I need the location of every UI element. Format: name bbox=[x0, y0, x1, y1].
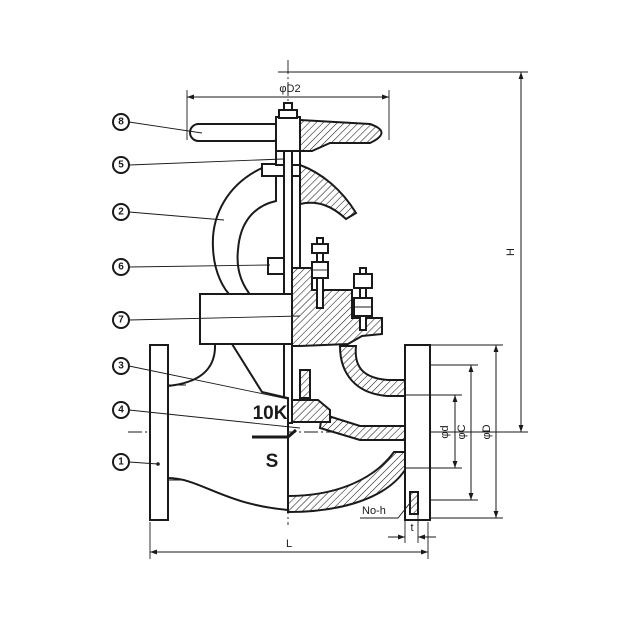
gland-bolt-right bbox=[353, 267, 373, 331]
leader-dot bbox=[156, 462, 160, 466]
height-label: H bbox=[505, 248, 517, 256]
callout-number: 2 bbox=[118, 207, 124, 218]
leader-line bbox=[128, 365, 289, 400]
leader-line bbox=[128, 158, 284, 166]
callout-circle bbox=[112, 401, 130, 419]
handwheel-diameter-label: φD2 bbox=[279, 83, 300, 95]
callouts: 8 5 2 6 7 3 4 bbox=[112, 113, 301, 471]
length-label: L bbox=[286, 538, 292, 550]
leader-line bbox=[128, 211, 225, 221]
gland-bolt-left bbox=[311, 237, 329, 309]
yoke-right-section bbox=[299, 163, 358, 221]
callout-circle bbox=[112, 258, 130, 276]
body-mark-arrow bbox=[252, 428, 297, 439]
body-guide-section bbox=[299, 369, 311, 399]
callout-6: 6 bbox=[112, 258, 271, 276]
callout-circle bbox=[112, 311, 130, 329]
callout-number: 3 bbox=[118, 361, 124, 372]
left-flange bbox=[149, 344, 169, 521]
bolt-nut-top bbox=[353, 273, 373, 289]
pressure-rating-mark: 10K bbox=[253, 403, 288, 424]
bolt-holes-label: No-h bbox=[362, 505, 386, 517]
callout-number: 5 bbox=[118, 160, 124, 171]
callout-4: 4 bbox=[112, 401, 301, 429]
handwheel-spoke-section bbox=[299, 118, 383, 152]
callout-number: 7 bbox=[118, 315, 124, 326]
right-flange-bolt-hole bbox=[409, 491, 419, 515]
callout-3: 3 bbox=[112, 357, 289, 400]
callout-number: 6 bbox=[118, 262, 124, 273]
leader-line bbox=[128, 461, 159, 465]
callout-circle bbox=[112, 156, 130, 174]
leader-line bbox=[128, 315, 301, 321]
callout-circle bbox=[112, 203, 130, 221]
body-seat-wall bbox=[318, 412, 406, 441]
callout-2: 2 bbox=[112, 203, 225, 221]
bore-label: φd bbox=[439, 425, 451, 438]
callout-5: 5 bbox=[112, 156, 284, 174]
flange-diameter-label: φD bbox=[481, 424, 493, 439]
thickness-label: t bbox=[410, 522, 413, 534]
callout-number: 8 bbox=[118, 117, 124, 128]
body-outlet-wall bbox=[338, 345, 406, 397]
callout-1: 1 bbox=[112, 453, 160, 471]
callout-8: 8 bbox=[112, 113, 203, 134]
bolt-nut-top bbox=[311, 243, 329, 254]
handwheel-grip bbox=[189, 123, 283, 142]
body-left-neck bbox=[167, 343, 289, 512]
callout-7: 7 bbox=[112, 311, 301, 329]
bolt-circle-label: φC bbox=[456, 424, 468, 439]
body-lower-wall bbox=[287, 451, 406, 514]
handwheel-nut bbox=[278, 109, 298, 119]
body-mark-letter: S bbox=[266, 451, 279, 472]
leader-line bbox=[128, 121, 203, 134]
handwheel-hub bbox=[275, 116, 301, 152]
callout-circle bbox=[112, 113, 130, 131]
valve-body bbox=[149, 343, 431, 521]
callout-circle bbox=[112, 453, 130, 471]
callout-number: 4 bbox=[118, 405, 124, 416]
bonnet-flange bbox=[199, 293, 293, 345]
leader-line bbox=[128, 409, 301, 429]
callout-number: 1 bbox=[118, 457, 124, 468]
callout-circle bbox=[112, 357, 130, 375]
yoke-column bbox=[291, 175, 301, 269]
stem-block bbox=[267, 257, 285, 275]
handwheel bbox=[189, 102, 383, 152]
stem bbox=[283, 150, 293, 424]
valve-disc bbox=[291, 399, 331, 423]
dimensions: φD2 H φd φC φD L t No-h bbox=[149, 71, 528, 559]
leader-line bbox=[128, 264, 271, 268]
bolt-holes-leader bbox=[360, 502, 411, 519]
yoke-arm bbox=[211, 167, 277, 298]
stem-top bbox=[283, 102, 293, 111]
